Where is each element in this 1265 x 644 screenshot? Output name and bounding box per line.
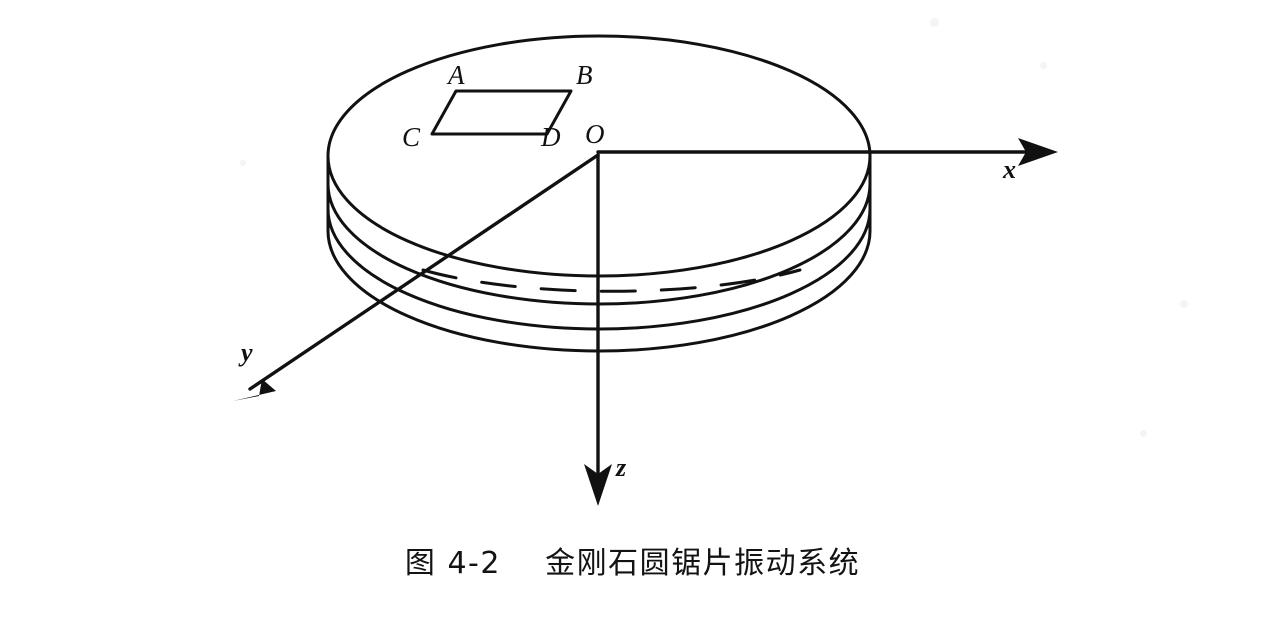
label-vertex-b: B bbox=[576, 60, 593, 90]
parallelogram-abcd bbox=[430, 89, 573, 136]
disc-hidden-back-arc bbox=[421, 268, 802, 293]
label-axis-y: y bbox=[241, 338, 253, 367]
label-axis-z: z bbox=[616, 453, 627, 482]
figure-caption: 图 4-2 金刚石圆锯片振动系统 bbox=[404, 546, 861, 581]
x-axis-arrowhead bbox=[1018, 138, 1058, 166]
label-vertex-c: C bbox=[402, 122, 421, 152]
label-axis-x: x bbox=[1003, 155, 1016, 184]
label-origin-o: O bbox=[585, 119, 605, 149]
y-axis-arrowhead bbox=[233, 379, 276, 401]
label-vertex-d: D bbox=[541, 122, 561, 152]
z-axis-arrowhead bbox=[584, 464, 612, 506]
y-axis-line bbox=[248, 153, 600, 391]
label-vertex-a: A bbox=[448, 60, 465, 90]
